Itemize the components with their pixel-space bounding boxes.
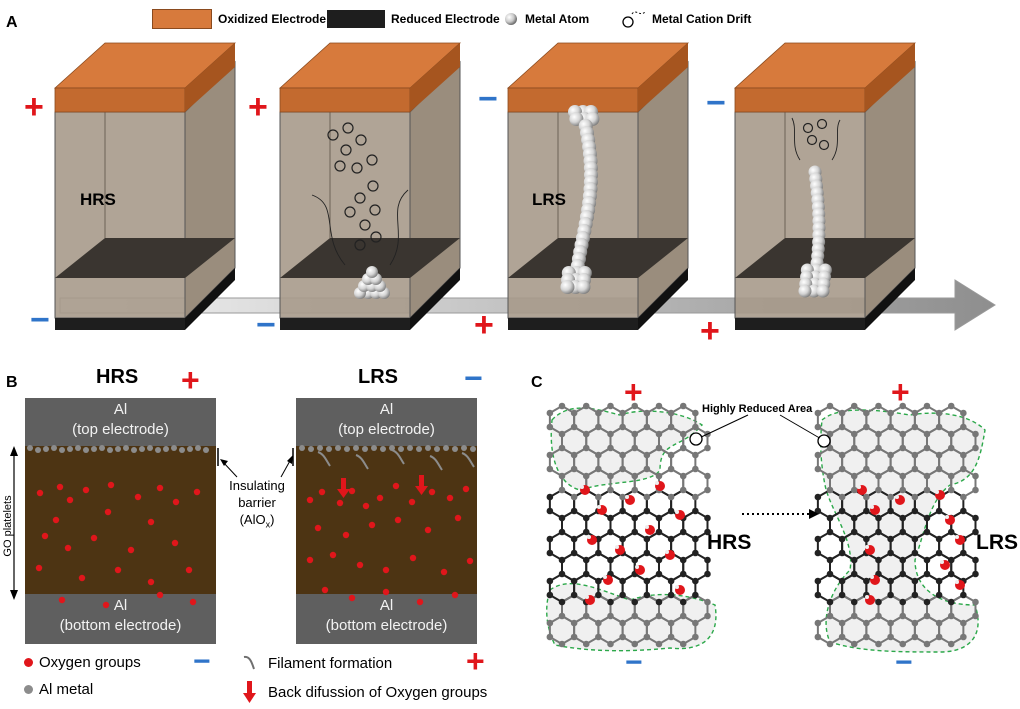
panel-b-bottom-left-sign: −	[193, 645, 211, 678]
panel-c-diagram	[546, 402, 986, 653]
sign-a2-bottom: −	[256, 306, 276, 344]
insulating-line2: barrier	[238, 495, 276, 510]
panel-b-overlay: GO platelets	[2, 445, 476, 609]
panel-b-letter: B	[6, 374, 18, 391]
bottom-electrode-desc-right: (bottom electrode)	[325, 617, 448, 634]
sign-a3-top: −	[478, 80, 498, 118]
sign-a1-bottom: −	[30, 301, 50, 339]
legend-metal-atom: Metal Atom	[503, 8, 589, 30]
panel-b-right-bottom-electrode: Al (bottom electrode)	[296, 594, 477, 644]
panel-c-sign-bottom-left: −	[625, 646, 643, 679]
reduced-electrode-swatch	[327, 10, 385, 28]
al-metal-dot-icon	[24, 685, 33, 694]
legend-oxidized-label: Oxidized Electrode	[218, 12, 327, 26]
back-diffusion-arrow-icon	[243, 681, 256, 703]
legend-metal-atom-label: Metal Atom	[525, 12, 590, 26]
device-cell-1	[53, 42, 237, 330]
bottom-electrode-al: Al	[113, 597, 128, 614]
sign-a4-top: −	[706, 84, 726, 122]
top-electrode-desc: (top electrode)	[72, 421, 169, 438]
top-electrode-desc-right: (top electrode)	[338, 421, 435, 438]
panel-b-lrs-sign: −	[464, 360, 483, 396]
panel-b-left-bottom-electrode: Al (bottom electrode)	[25, 594, 216, 644]
panel-c-sign-bottom-right: −	[895, 646, 913, 679]
panel-c-sign-top-right: +	[891, 374, 910, 410]
panel-a-letter: A	[6, 14, 18, 31]
legend-reduced-electrode: Reduced Electrode	[327, 8, 500, 30]
legend-reduced-label: Reduced Electrode	[391, 12, 500, 26]
panel-a-lrs-label: LRS	[532, 190, 566, 209]
legend-filament-label: Filament formation	[268, 654, 393, 672]
panel-a-hrs-label: HRS	[80, 190, 116, 209]
device-cell-3	[506, 42, 690, 330]
panel-b-bottom-right-sign: +	[466, 643, 485, 679]
legend-cation-drift-label: Metal Cation Drift	[652, 12, 752, 26]
insulating-barrier-label: Insulating barrier (AlOx)	[222, 477, 292, 534]
legend-al-metal: Al metal	[24, 681, 93, 698]
oxygen-dot-icon	[24, 658, 33, 667]
panel-c-sign-top-left: +	[624, 374, 643, 410]
legend-oxygen-label: Oxygen groups	[39, 654, 141, 671]
sign-a4-bottom: +	[700, 312, 720, 350]
device-cell-2	[278, 42, 462, 330]
panel-a-diagram	[53, 42, 996, 331]
legend-back-label: Back difussion of Oxygen groups	[268, 683, 488, 701]
panel-c-hrs-label: HRS	[707, 531, 752, 554]
top-electrode-al: Al	[113, 401, 128, 418]
alox-label: (AlOx)	[239, 512, 275, 530]
legend-cation-drift: Metal Cation Drift	[620, 8, 751, 30]
bottom-electrode-desc: (bottom electrode)	[59, 617, 182, 634]
panel-b-hrs-label: HRS	[96, 366, 139, 388]
legend-oxygen-groups: Oxygen groups	[24, 654, 141, 671]
sign-a3-bottom: +	[474, 306, 494, 344]
go-platelets-label: GO platelets	[2, 495, 14, 557]
oxidized-electrode-swatch	[152, 9, 212, 29]
cation-drift-icon	[622, 10, 647, 28]
sign-a1-top: +	[24, 88, 44, 126]
panel-b-hrs-sign: +	[181, 362, 200, 398]
panel-c-letter: C	[531, 374, 543, 391]
legend-al-label: Al metal	[39, 681, 94, 698]
panel-b-left-top-electrode: Al (top electrode)	[25, 398, 216, 446]
panel-b-right-top-electrode: Al (top electrode)	[296, 398, 477, 446]
legend-back-diffusion: Back difussion of Oxygen groups	[240, 680, 487, 704]
insulating-line1: Insulating	[229, 478, 285, 493]
panel-c-lrs-label: LRS	[976, 531, 1018, 554]
bottom-electrode-al-right: Al	[379, 597, 394, 614]
legend-filament: Filament formation	[240, 654, 392, 672]
sign-a2-top: +	[248, 88, 268, 126]
legend-oxidized-electrode: Oxidized Electrode	[152, 8, 326, 30]
panel-b-lrs-label: LRS	[358, 366, 398, 388]
highly-reduced-label: Highly Reduced Area	[702, 403, 813, 415]
filament-icon	[243, 655, 255, 670]
metal-atom-icon	[505, 13, 517, 25]
top-electrode-al-right: Al	[379, 401, 394, 418]
